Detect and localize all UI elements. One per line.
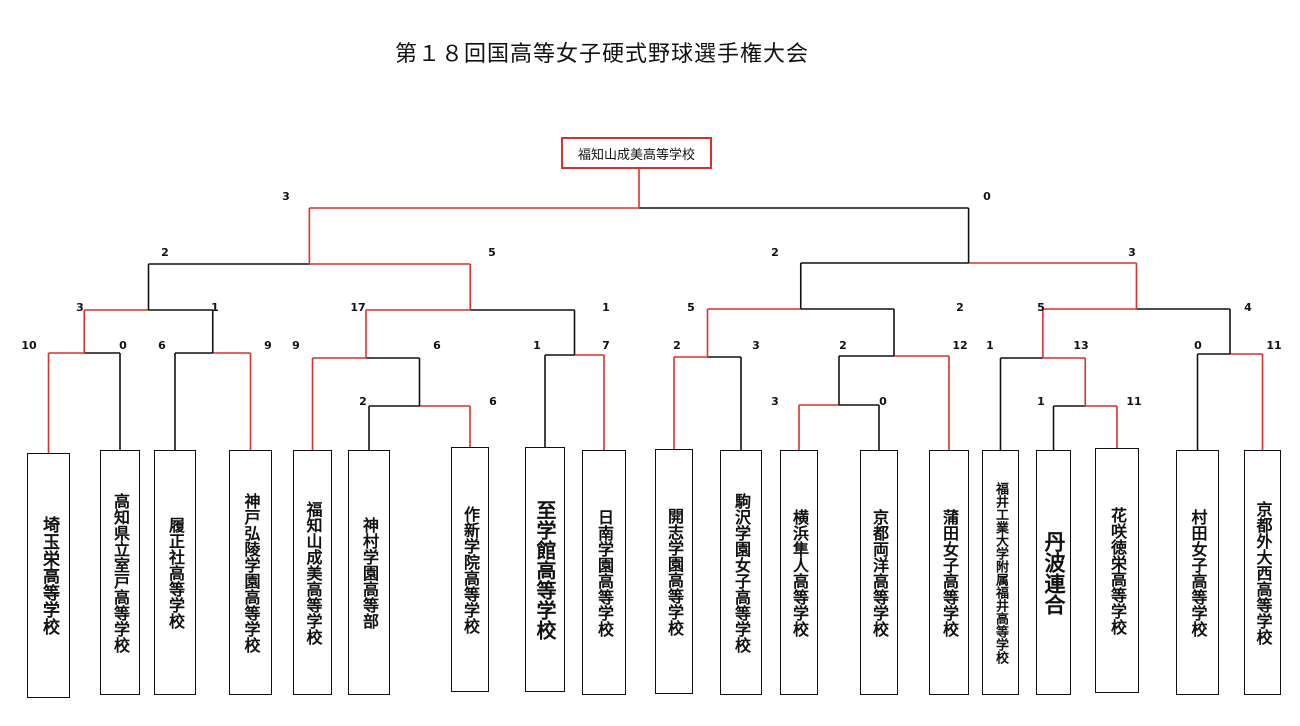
score-label: 4 (1244, 301, 1252, 314)
score-label: 5 (488, 246, 496, 259)
team-name: 神村学園高等部 (360, 516, 379, 629)
team-name: 蒲田女子高等学校 (940, 508, 959, 637)
team-name: 福知山成美高等学校 (303, 500, 323, 645)
score-label: 0 (1194, 339, 1202, 352)
score-label: 12 (952, 339, 967, 352)
score-label: 0 (119, 339, 127, 352)
team-name: 開志学園高等学校 (665, 507, 684, 636)
score-label: 11 (1126, 395, 1141, 408)
score-label: 1 (602, 301, 610, 314)
score-label: 7 (602, 339, 610, 352)
team-name: 駒沢学園女子高等学校 (732, 492, 751, 653)
score-label: 5 (1037, 301, 1045, 314)
score-label: 2 (673, 339, 681, 352)
team-name: 村田女子高等学校 (1188, 508, 1208, 637)
score-label: 3 (752, 339, 760, 352)
score-label: 1 (1037, 395, 1045, 408)
score-label: 2 (839, 339, 847, 352)
team-box: 村田女子高等学校 (1176, 450, 1219, 695)
score-label: 13 (1073, 339, 1088, 352)
team-box: 横浜隼人高等学校 (780, 450, 818, 695)
score-label: 0 (983, 190, 991, 203)
page-title: 第１８回国高等女子硬式野球選手権大会 (395, 42, 810, 67)
champion-name: 福知山成美高等学校 (577, 147, 695, 163)
team-name: 埼玉栄高等学校 (39, 516, 59, 635)
team-name: 履正社高等学校 (166, 516, 185, 629)
score-label: 3 (771, 395, 779, 408)
team-box: 作新学院高等学校 (451, 447, 489, 692)
team-box: 福井工業大学附属福井高等学校 (982, 450, 1019, 695)
score-label: 1 (986, 339, 994, 352)
team-name: 花咲徳栄高等学校 (1108, 506, 1127, 635)
score-label: 2 (359, 395, 367, 408)
team-name: 至学館高等学校 (533, 499, 557, 640)
score-label: 3 (282, 190, 290, 203)
score-label: 3 (1128, 246, 1136, 259)
score-label: 9 (292, 339, 300, 352)
team-box: 丹波連合 (1036, 450, 1071, 695)
score-label: 3 (76, 301, 84, 314)
team-name: 横浜隼人高等学校 (790, 508, 809, 637)
team-box: 高知県立室戸高等学校 (100, 450, 140, 695)
score-label: 10 (21, 339, 37, 352)
team-name: 京都外大西高等学校 (1253, 500, 1273, 645)
score-label: 1 (211, 301, 219, 314)
team-box: 花咲徳栄高等学校 (1095, 448, 1139, 693)
score-label: 2 (161, 246, 169, 259)
score-label: 6 (489, 395, 497, 408)
score-label: 0 (879, 395, 887, 408)
team-box: 埼玉栄高等学校 (27, 453, 70, 698)
champion-box: 福知山成美高等学校 (561, 137, 712, 169)
score-label: 1 (533, 339, 541, 352)
score-label: 9 (264, 339, 272, 352)
team-box: 京都両洋高等学校 (860, 450, 898, 695)
score-label: 6 (158, 339, 166, 352)
team-box: 開志学園高等学校 (655, 449, 693, 694)
team-box: 蒲田女子高等学校 (929, 450, 969, 695)
team-name: 京都両洋高等学校 (870, 508, 889, 637)
score-label: 5 (687, 301, 695, 314)
team-box: 福知山成美高等学校 (293, 450, 332, 695)
team-name: 福井工業大学附属福井高等学校 (993, 481, 1008, 664)
team-name: 高知県立室戸高等学校 (111, 492, 130, 653)
score-label: 11 (1266, 339, 1281, 352)
team-name: 丹波連合 (1042, 530, 1066, 615)
score-label: 6 (433, 339, 441, 352)
team-box: 神村学園高等部 (348, 450, 390, 695)
score-label: 2 (771, 246, 779, 259)
score-label: 17 (350, 301, 365, 314)
score-label: 2 (956, 301, 964, 314)
team-name: 作新学院高等学校 (461, 505, 480, 634)
team-box: 神戸弘陵学園高等学校 (229, 450, 272, 695)
team-box: 履正社高等学校 (154, 450, 196, 695)
team-box: 日南学園高等学校 (582, 450, 626, 695)
team-box: 駒沢学園女子高等学校 (720, 450, 762, 695)
team-name: 日南学園高等学校 (595, 508, 614, 637)
team-box: 京都外大西高等学校 (1244, 450, 1281, 695)
team-box: 至学館高等学校 (525, 447, 565, 692)
team-name: 神戸弘陵学園高等学校 (241, 492, 261, 653)
